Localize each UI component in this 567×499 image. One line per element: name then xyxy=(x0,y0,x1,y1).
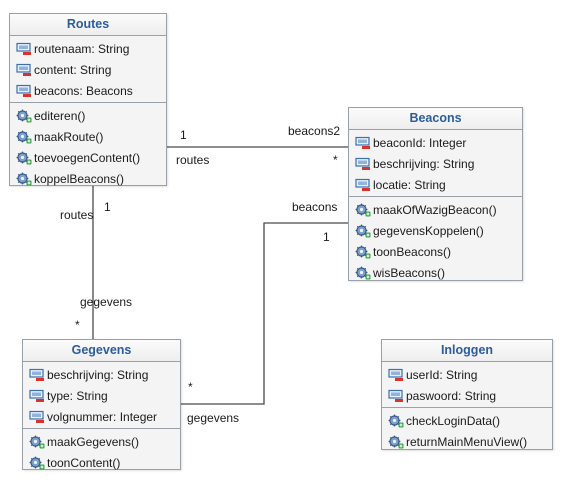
class-beacons-attributes: beaconId: Integer beschrijving: String l… xyxy=(349,130,522,196)
class-beacons-title: Beacons xyxy=(349,108,522,130)
public-operation-icon xyxy=(16,109,32,123)
multiplicity-routes-gegevens-routes-end: 1 xyxy=(104,200,111,214)
role-routes-beacons-routes-end: routes xyxy=(176,153,210,167)
class-gegevens[interactable]: Gegevens beschrijving: String type: Stri… xyxy=(22,339,181,470)
multiplicity-routes-beacons-beacons-end: * xyxy=(333,153,338,167)
operation-label: maakGegevens() xyxy=(47,434,140,449)
attribute-row: type: String xyxy=(23,385,180,406)
operation-row: maakGegevens() xyxy=(23,431,180,452)
attribute-row: content: String xyxy=(10,59,166,80)
attribute-label: content: String xyxy=(34,62,112,77)
attribute-row: routenaam: String xyxy=(10,38,166,59)
multiplicity-beacons-gegevens-gegevens-end: * xyxy=(188,380,193,394)
private-attribute-icon xyxy=(29,389,45,403)
public-operation-icon xyxy=(16,130,32,144)
association-beacons-gegevens xyxy=(181,222,348,405)
class-beacons[interactable]: Beacons beaconId: Integer beschrijving: … xyxy=(348,107,523,281)
role-beacons-gegevens-beacons-end: beacons xyxy=(292,200,338,214)
operation-row: koppelBeacons() xyxy=(10,168,166,189)
class-gegevens-attributes: beschrijving: String type: String volgnu… xyxy=(23,362,180,428)
operation-label: checkLoginData() xyxy=(406,413,501,428)
operation-label: toonBeacons() xyxy=(373,244,452,259)
class-gegevens-title: Gegevens xyxy=(23,340,180,362)
attribute-row: volgnummer: Integer xyxy=(23,406,180,427)
public-operation-icon xyxy=(388,414,404,428)
operation-label: editeren() xyxy=(34,108,86,123)
operation-row: maakOfWazigBeacon() xyxy=(349,199,522,220)
multiplicity-beacons-gegevens-beacons-end: 1 xyxy=(323,230,330,244)
operation-label: koppelBeacons() xyxy=(34,171,125,186)
public-operation-icon xyxy=(16,151,32,165)
private-attribute-icon xyxy=(16,42,32,56)
operation-row: toonContent() xyxy=(23,452,180,473)
operation-row: toonBeacons() xyxy=(349,241,522,262)
operation-label: toonContent() xyxy=(47,455,121,470)
attribute-row: userId: String xyxy=(382,364,552,385)
operation-row: checkLoginData() xyxy=(382,410,552,431)
attribute-row: paswoord: String xyxy=(382,385,552,406)
multiplicity-routes-beacons-routes-end: 1 xyxy=(180,128,187,142)
attribute-row: beaconId: Integer xyxy=(349,132,522,153)
attribute-row: locatie: String xyxy=(349,174,522,195)
operation-row: returnMainMenuView() xyxy=(382,431,552,452)
attribute-label: volgnummer: Integer xyxy=(47,409,158,424)
attribute-row: beschrijving: String xyxy=(349,153,522,174)
class-routes-attributes: routenaam: String content: String beacon… xyxy=(10,36,166,102)
public-operation-icon xyxy=(355,203,371,217)
class-inloggen-operations: checkLoginData() returnMainMenuView() xyxy=(382,407,552,453)
operation-label: gegevensKoppelen() xyxy=(373,223,484,238)
attribute-label: beaconId: Integer xyxy=(373,135,467,150)
private-attribute-icon xyxy=(355,136,371,150)
operation-label: wisBeacons() xyxy=(373,265,446,280)
private-attribute-icon xyxy=(29,410,45,424)
operation-label: toevoegenContent() xyxy=(34,150,141,165)
private-attribute-icon xyxy=(388,368,404,382)
private-attribute-icon xyxy=(355,157,371,171)
operation-label: maakOfWazigBeacon() xyxy=(373,202,497,217)
role-routes-gegevens-routes-end: routes xyxy=(60,208,94,222)
operation-row: editeren() xyxy=(10,105,166,126)
attribute-label: beacons: Beacons xyxy=(34,83,133,98)
attribute-label: paswoord: String xyxy=(406,388,497,403)
attribute-label: type: String xyxy=(47,388,108,403)
operation-row: wisBeacons() xyxy=(349,262,522,283)
class-inloggen-attributes: userId: String paswoord: String xyxy=(382,362,552,407)
attribute-label: userId: String xyxy=(406,367,478,382)
private-attribute-icon xyxy=(16,63,32,77)
class-gegevens-operations: maakGegevens() toonContent() xyxy=(23,428,180,474)
attribute-label: locatie: String xyxy=(373,177,446,192)
attribute-label: beschrijving: String xyxy=(373,156,475,171)
class-inloggen-title: Inloggen xyxy=(382,340,552,362)
attribute-row: beschrijving: String xyxy=(23,364,180,385)
class-beacons-operations: maakOfWazigBeacon() gegevensKoppelen() t… xyxy=(349,196,522,284)
private-attribute-icon xyxy=(29,368,45,382)
operation-row: toevoegenContent() xyxy=(10,147,166,168)
attribute-label: routenaam: String xyxy=(34,41,130,56)
operation-label: returnMainMenuView() xyxy=(406,434,528,449)
private-attribute-icon xyxy=(388,389,404,403)
role-routes-gegevens-gegevens-end: gegevens xyxy=(80,295,133,309)
public-operation-icon xyxy=(29,456,45,470)
role-routes-beacons-beacons-end: beacons2 xyxy=(288,124,341,138)
role-beacons-gegevens-gegevens-end: gegevens xyxy=(187,411,240,425)
class-routes-title: Routes xyxy=(10,14,166,36)
public-operation-icon xyxy=(355,266,371,280)
public-operation-icon xyxy=(29,435,45,449)
attribute-label: beschrijving: String xyxy=(47,367,149,382)
operation-label: maakRoute() xyxy=(34,129,104,144)
attribute-row: beacons: Beacons xyxy=(10,80,166,101)
class-routes-operations: editeren() maakRoute() toevoegenContent(… xyxy=(10,102,166,190)
class-routes[interactable]: Routes routenaam: String content: String… xyxy=(9,13,167,186)
public-operation-icon xyxy=(355,224,371,238)
operation-row: gegevensKoppelen() xyxy=(349,220,522,241)
class-inloggen[interactable]: Inloggen userId: String paswoord: String… xyxy=(381,339,553,450)
private-attribute-icon xyxy=(16,84,32,98)
public-operation-icon xyxy=(355,245,371,259)
public-operation-icon xyxy=(16,172,32,186)
private-attribute-icon xyxy=(355,178,371,192)
operation-row: maakRoute() xyxy=(10,126,166,147)
multiplicity-routes-gegevens-gegevens-end: * xyxy=(75,318,80,332)
public-operation-icon xyxy=(388,435,404,449)
